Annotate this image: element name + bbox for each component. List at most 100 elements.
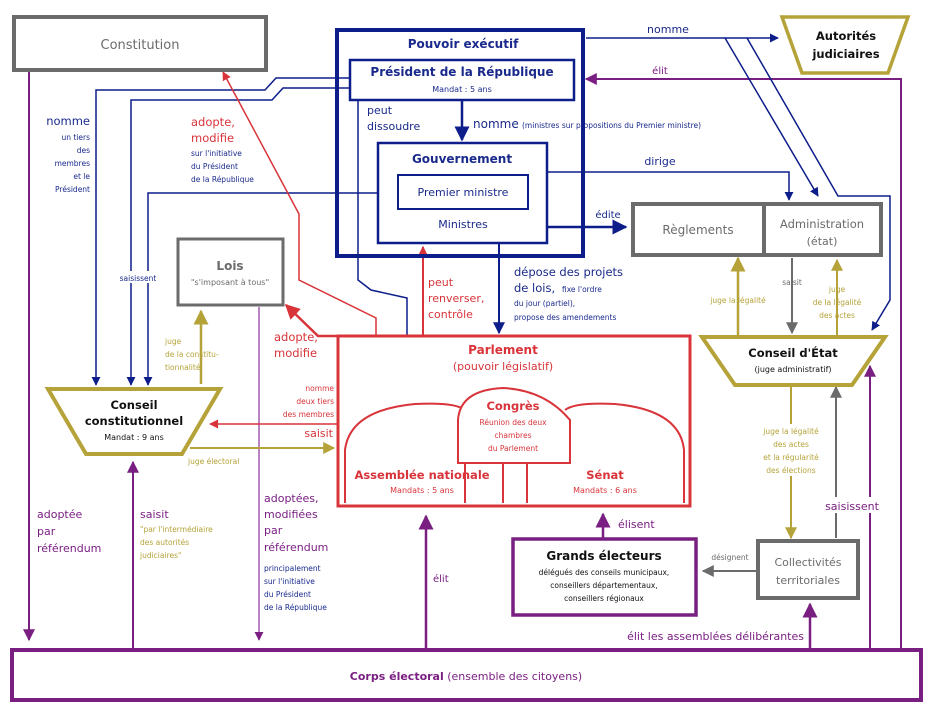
conseil-etat-title: Conseil d'État xyxy=(748,345,838,360)
node-collectivites[interactable]: Collectivités territoriales xyxy=(756,539,860,600)
node-grands-electeurs[interactable]: Grands électeurs délégués des conseils m… xyxy=(511,537,698,617)
senat-mandat: Mandats : 6 ans xyxy=(573,486,637,495)
node-gouvernement[interactable]: Gouvernement Premier ministre Ministres xyxy=(376,141,549,245)
autorites-title-1: Autorités xyxy=(816,29,876,43)
label-designent: désignent xyxy=(711,553,748,562)
node-autorites-judiciaires[interactable]: Autorités judiciaires xyxy=(779,15,911,75)
autorites-title-2: judiciaires xyxy=(811,47,879,61)
label-adopte-constitution-detail-1: sur l'initiative xyxy=(191,149,242,158)
gouvernement-title: Gouvernement xyxy=(412,152,512,166)
congres-sub-3: du Parlement xyxy=(488,444,538,453)
constitution-title: Constitution xyxy=(101,38,180,53)
corps-electoral-title: Corps électoral xyxy=(350,670,444,683)
label-nomme-tiers-detail-4: et le xyxy=(73,172,90,181)
label-elit-assemblees-deliberantes: élit les assemblées délibérantes xyxy=(627,630,804,643)
cc-mandat: Mandat : 9 ans xyxy=(104,433,164,442)
label-adoptees-referendum-2: modifiées xyxy=(264,508,318,521)
ge-sub-2: conseillers départementaux, xyxy=(550,581,657,590)
label-depose-projets-detail-2: du jour (partiel), xyxy=(514,299,575,308)
label-juge-constitutionnalite-2: de la constitu- xyxy=(165,350,219,359)
label-juge-collectivites-1: juge la légalité xyxy=(762,427,819,436)
label-peut-dissoudre-2: dissoudre xyxy=(367,120,420,133)
node-lois[interactable]: Lois "s'imposant à tous" xyxy=(176,237,285,307)
arrow-nomme-tiers xyxy=(91,77,350,386)
label-nomme-deux-tiers-3: des membres xyxy=(283,410,334,419)
node-parlement[interactable]: Parlement (pouvoir législatif) Congrès R… xyxy=(336,334,692,508)
arrow-elit-president xyxy=(584,73,902,649)
premier-ministre-title[interactable]: Premier ministre xyxy=(418,186,509,199)
corps-electoral-sub: (ensemble des citoyens) xyxy=(447,670,582,683)
label-nomme-deux-tiers-1: nomme xyxy=(305,384,334,393)
node-conseil-etat[interactable]: Conseil d'État (juge administratif) xyxy=(698,335,889,387)
label-adopte-constitution-1: adopte, xyxy=(191,115,235,129)
chamber-senat[interactable] xyxy=(564,402,685,503)
node-pouvoir-executif[interactable]: Pouvoir exécutif xyxy=(335,28,585,258)
label-saisissent-cc: saisissent xyxy=(120,274,157,283)
label-adoptee-referendum-3: référendum xyxy=(37,542,101,555)
label-saisissent-ce: saisissent xyxy=(825,500,880,513)
chamber-assemblee[interactable] xyxy=(344,402,466,503)
label-peut-renverser-2: renverser, xyxy=(428,292,484,305)
label-adoptees-referendum-detail-3: du Président xyxy=(264,590,311,599)
congres-sub-1: Réunion des deux xyxy=(479,418,547,427)
conseil-etat-sub: (juge administratif) xyxy=(754,365,831,374)
label-nomme-autorites: nomme xyxy=(647,23,689,36)
label-depose-projets-detail-1: fixe l'ordre xyxy=(562,285,602,294)
label-juge-legalite-actes-3: des actes xyxy=(819,311,855,320)
label-juge-collectivites-4: des élections xyxy=(766,466,815,475)
grands-electeurs-title: Grands électeurs xyxy=(546,549,661,563)
node-corps-electoral[interactable]: Corps électoral (ensemble des citoyens) xyxy=(10,648,923,702)
label-juge-constitutionnalite-3: tionnalité xyxy=(165,363,201,372)
label-adoptees-referendum-1: adoptées, xyxy=(264,492,319,505)
reglements-title: Règlements xyxy=(662,223,733,237)
arrow-nomme-administration xyxy=(724,37,819,197)
collectivites-title-1: Collectivités xyxy=(774,556,841,569)
node-president[interactable]: Président de la République Mandat : 5 an… xyxy=(348,58,576,102)
label-elit-assemblee: élit xyxy=(433,573,449,585)
collectivites-title-2: territoriales xyxy=(776,574,840,587)
label-adopte-lois-1: adopte, xyxy=(274,330,318,344)
label-peut-renverser-3: contrôle xyxy=(428,308,473,321)
label-adoptees-referendum-detail-4: de la République xyxy=(264,603,327,612)
label-elit-president: élit xyxy=(652,65,668,77)
label-peut-renverser-1: peut xyxy=(428,276,454,289)
node-administration[interactable]: Administration (état) xyxy=(762,202,883,257)
label-juge-collectivites-3: et la régularité xyxy=(763,453,819,462)
label-nomme-ministres: nomme xyxy=(473,117,519,131)
label-juge-electoral: juge électoral xyxy=(187,457,239,466)
label-juge-collectivites-2: des actes xyxy=(773,440,809,449)
label-nomme-tiers-detail-1: un tiers xyxy=(61,133,90,142)
label-nomme-tiers: nomme xyxy=(46,114,90,128)
label-saisit-judiciaire: saisit xyxy=(140,508,169,521)
congres-title: Congrès xyxy=(486,399,539,413)
parlement-sub: (pouvoir législatif) xyxy=(453,360,553,373)
cc-title-2: constitutionnel xyxy=(85,414,183,428)
pouvoir-executif-title: Pouvoir exécutif xyxy=(408,37,519,51)
label-juge-legalite-actes-2: de la légalité xyxy=(813,298,862,307)
cc-title-1: Conseil xyxy=(110,398,157,412)
president-mandat: Mandat : 5 ans xyxy=(432,85,492,94)
parlement-title: Parlement xyxy=(468,343,538,357)
node-conseil-constitutionnel[interactable]: Conseil constitutionnel Mandat : 9 ans xyxy=(44,387,224,456)
node-constitution[interactable]: Constitution xyxy=(12,15,268,72)
label-nomme-tiers-detail-5: Président xyxy=(55,185,90,194)
ge-sub-1: délégués des conseils municipaux, xyxy=(539,568,670,577)
label-nomme-tiers-detail-3: membres xyxy=(55,159,91,168)
label-juge-legalite-actes-1: juge xyxy=(828,285,846,294)
label-depose-projets-1: dépose des projets xyxy=(514,265,623,279)
label-adoptee-referendum-2: par xyxy=(37,525,56,538)
label-dirige: dirige xyxy=(644,155,676,168)
arrow-saisissent-president xyxy=(126,87,350,386)
label-saisit-judiciaire-detail-2: des autorités xyxy=(140,538,189,547)
node-reglements[interactable]: Règlements xyxy=(631,202,766,257)
label-juge-constitutionnalite-1: juge xyxy=(164,337,182,346)
president-title: Président de la République xyxy=(370,65,553,79)
chamber-congres[interactable] xyxy=(457,386,571,464)
label-adopte-lois-2: modifie xyxy=(274,346,317,360)
label-adopte-constitution-detail-2: du Président xyxy=(191,162,238,171)
label-adopte-constitution-detail-3: de la République xyxy=(191,175,254,184)
ministres-title[interactable]: Ministres xyxy=(438,218,488,231)
label-adoptees-referendum-detail-1: principalement xyxy=(264,564,321,573)
label-nomme-ministres-detail: (ministres sur propositions du Premier m… xyxy=(522,121,701,130)
